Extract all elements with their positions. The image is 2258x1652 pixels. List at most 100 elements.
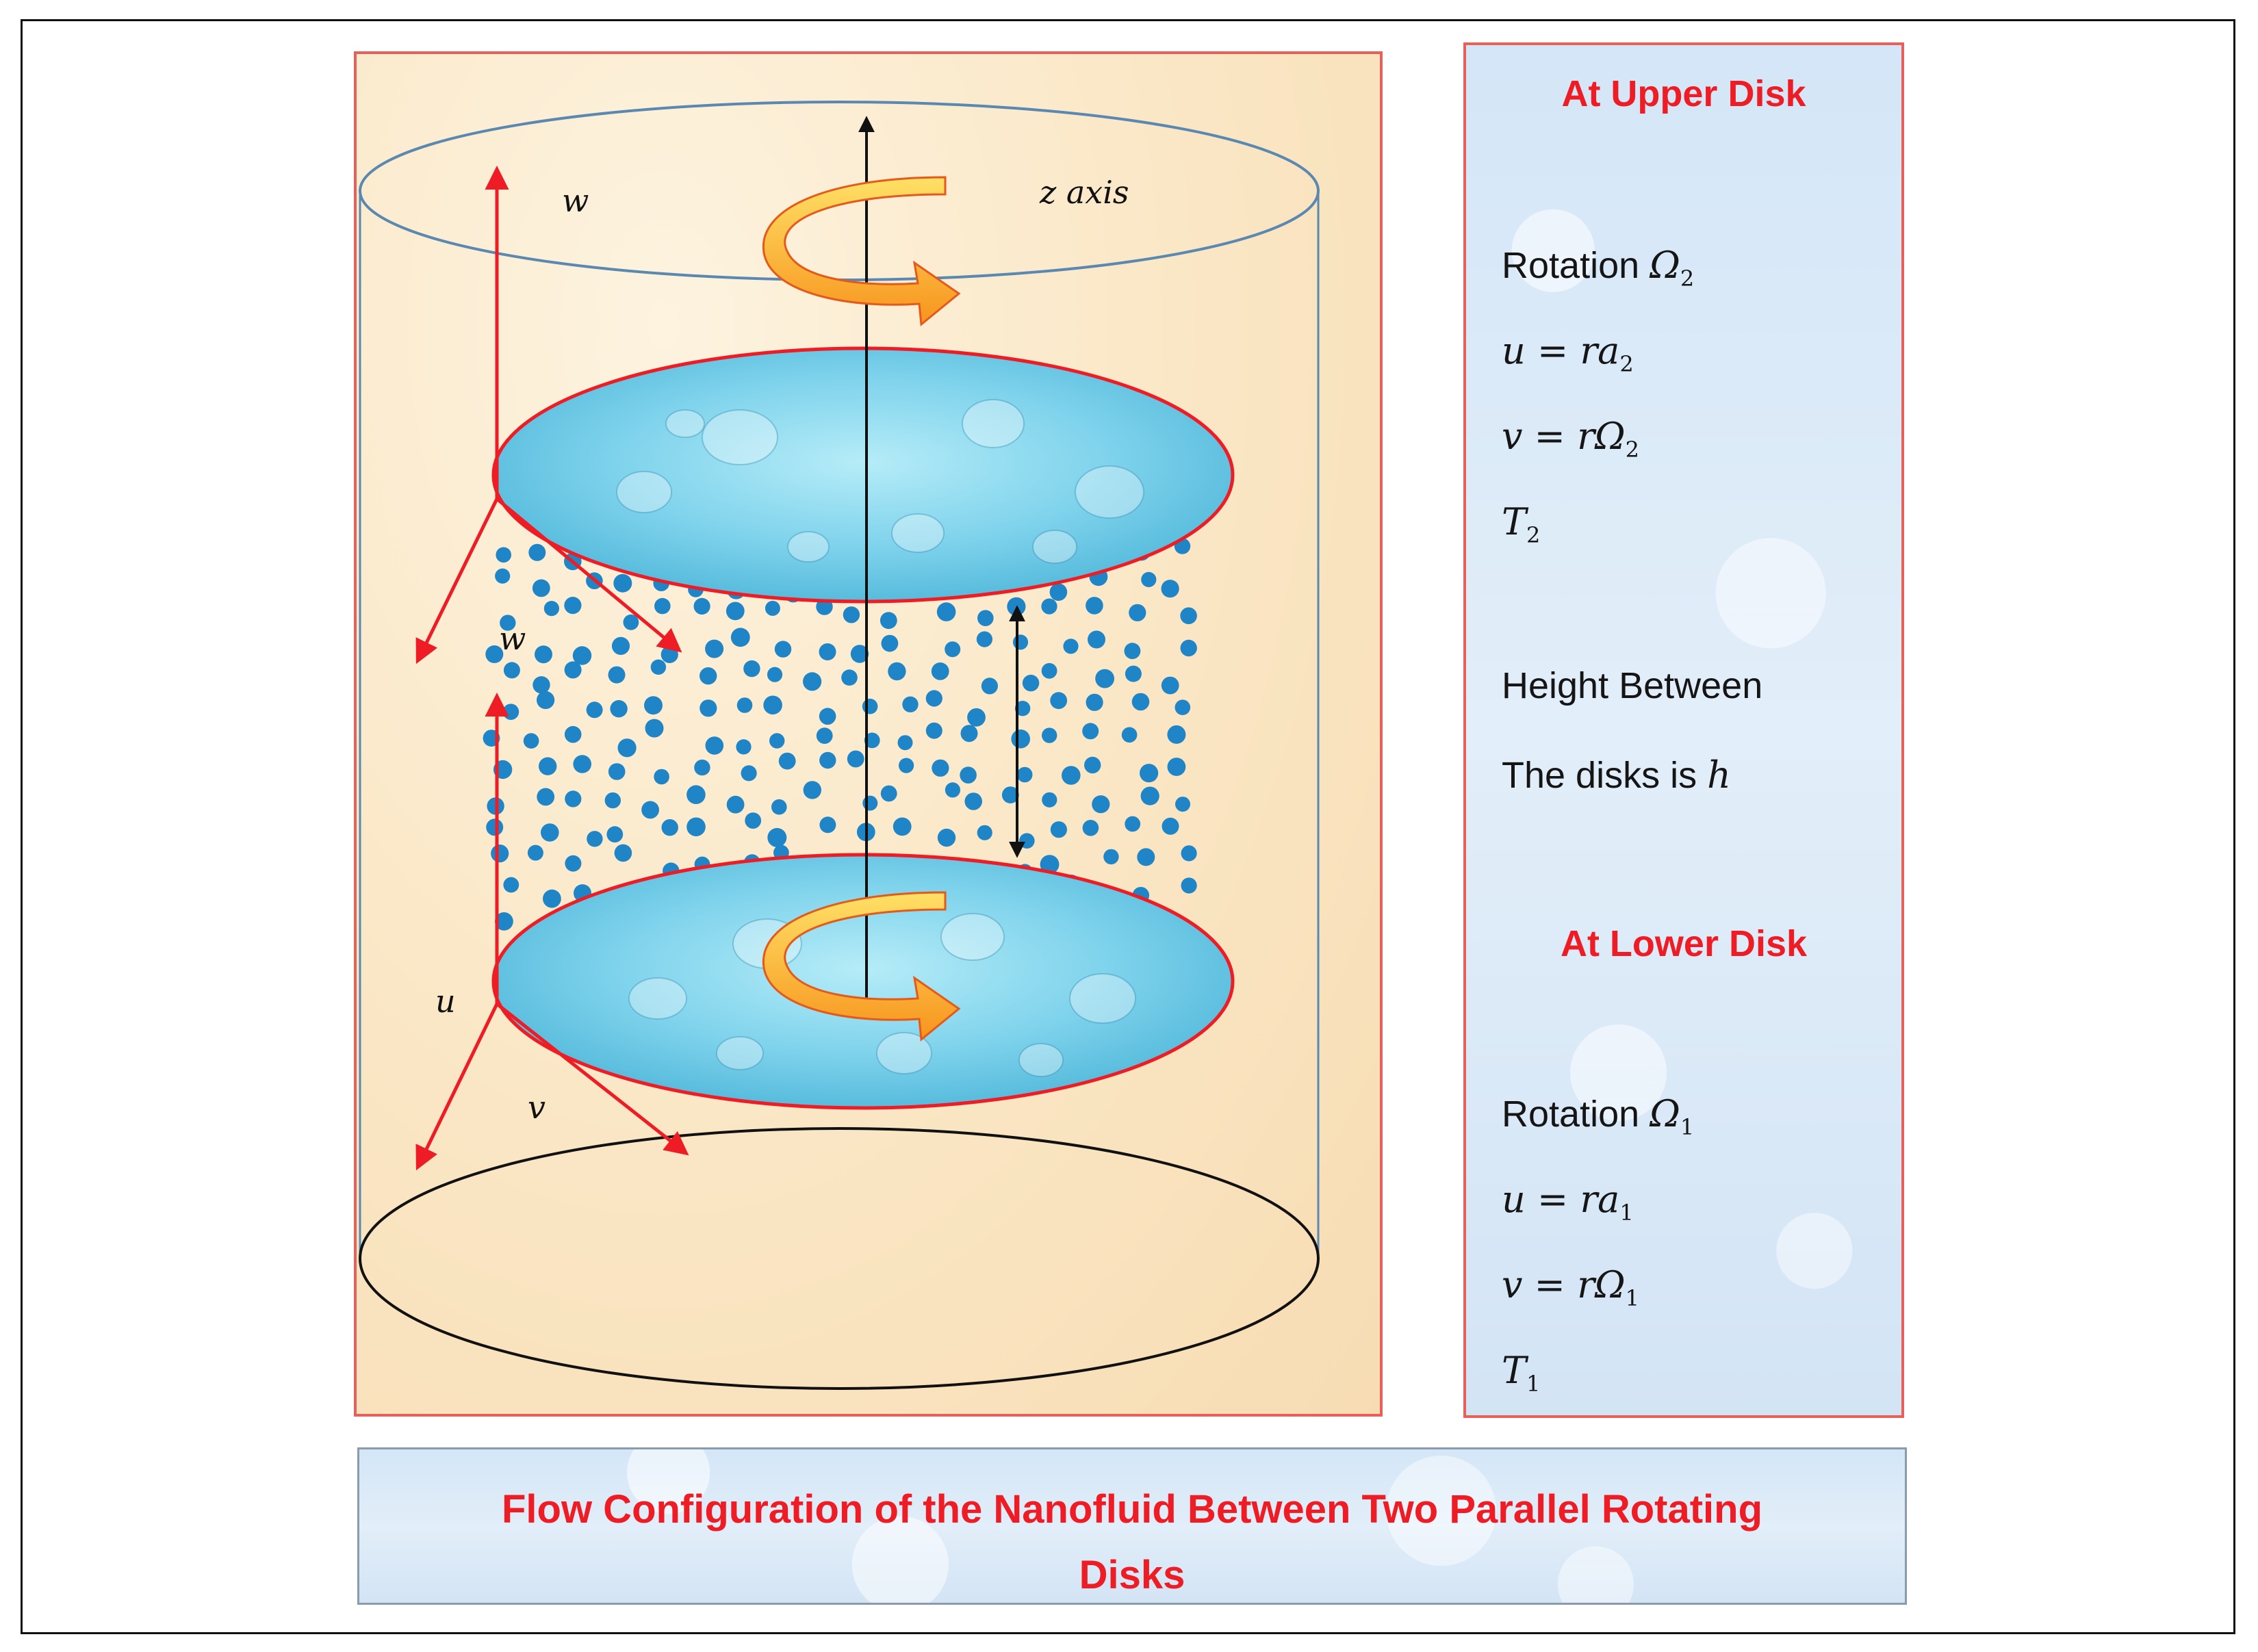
nanoparticle [880, 785, 897, 802]
lower-v-line: v = rΩ1 [1502, 1263, 1639, 1311]
nanoparticle [485, 645, 504, 663]
lower-u-expr: u = ra [1502, 1178, 1620, 1221]
nanoparticle [819, 816, 836, 834]
diagram-canvas: z axis w w u v [359, 101, 1320, 1390]
height-symbol: h [1707, 753, 1731, 797]
nanoparticle [967, 708, 986, 727]
nanoparticle [964, 792, 982, 810]
lower-disk [491, 853, 1235, 1110]
upper-disk [491, 346, 1235, 604]
nanoparticle [888, 662, 906, 681]
nanoparticle [1011, 730, 1030, 749]
nanoparticle [745, 812, 762, 829]
nanoparticle [1180, 639, 1197, 657]
nanoparticle [495, 912, 513, 931]
nanoparticle [1125, 665, 1142, 682]
nanoparticle [1041, 662, 1057, 679]
nanoparticle [803, 781, 821, 799]
nanoparticle [819, 643, 836, 660]
upper-t-symbol: T [1502, 500, 1527, 543]
nanoparticle [741, 765, 757, 782]
nanoparticle [1049, 583, 1068, 601]
nanoparticle [960, 766, 977, 784]
nanoparticle [774, 641, 792, 658]
nanoparticle [862, 795, 878, 811]
nanoparticle [500, 615, 516, 631]
nanoparticle [613, 573, 632, 593]
nanoparticle [1181, 877, 1197, 894]
nanoparticle [661, 819, 678, 836]
nanoparticle [693, 597, 710, 615]
nanoparticle [565, 790, 582, 808]
lower-velocity-arrows [415, 693, 689, 1171]
nanoparticle [763, 695, 782, 715]
nanoparticle [847, 750, 864, 768]
nanoparticle [564, 725, 582, 743]
lower-rotation-prefix: Rotation [1502, 1094, 1650, 1135]
nanoparticle [1129, 604, 1146, 621]
nanoparticle [819, 708, 836, 725]
nanoparticle [1121, 727, 1138, 743]
nanoparticle [611, 636, 630, 656]
nanoparticle [573, 755, 591, 773]
nanoparticle [769, 733, 785, 749]
nanoparticle [1063, 638, 1079, 654]
figure-frame [21, 19, 2235, 1634]
nanoparticle [641, 801, 659, 819]
nanoparticle [736, 739, 752, 755]
nanoparticle [523, 733, 539, 749]
nanoparticle [1082, 723, 1099, 740]
nanoparticle [535, 645, 552, 664]
nanoparticle [765, 600, 780, 616]
nanoparticle [1012, 634, 1029, 650]
nanoparticle [1161, 580, 1179, 598]
height-line-2: The disks is h [1502, 753, 1731, 797]
nanoparticle [1050, 821, 1067, 838]
nanoparticle [700, 667, 717, 685]
lower-rotation-symbol: Ω [1650, 1092, 1680, 1135]
upper-rotation-prefix: Rotation [1502, 245, 1650, 286]
nanoparticle [1131, 693, 1150, 711]
nanoparticle [1161, 676, 1179, 695]
nanoparticle [880, 612, 897, 630]
upper-rotation-symbol: Ω [1650, 244, 1680, 287]
z-axis-label: z axis [1039, 174, 1129, 211]
nanoparticle [1141, 571, 1157, 588]
upper-t-line: T2 [1502, 500, 1540, 548]
nanoparticle [977, 610, 994, 626]
boundary-conditions-panel: At Upper Disk Rotation Ω2 u = ra2 v = rΩ… [1463, 42, 1904, 1418]
nanoparticle [767, 667, 783, 682]
nanoparticle [893, 817, 912, 836]
upper-u-index: 2 [1619, 350, 1634, 377]
nanoparticle [491, 844, 509, 863]
nanoparticle [503, 662, 520, 679]
nanoparticle [533, 676, 550, 694]
nanoparticle [778, 752, 796, 770]
nanoparticle [1137, 848, 1155, 866]
nanoparticle [945, 782, 960, 798]
nanoparticle [543, 601, 559, 617]
lower-disk-heading: At Lower Disk [1560, 923, 1808, 964]
nanoparticle [541, 823, 559, 842]
nanoparticle [537, 788, 555, 806]
nanoparticle [1181, 845, 1197, 862]
nanoparticle [608, 666, 626, 684]
lower-t-index: 1 [1526, 1370, 1541, 1397]
upper-v-expr: v = rΩ [1502, 415, 1626, 458]
nanoparticle [1092, 795, 1110, 814]
nanoparticle [1084, 756, 1101, 774]
nanoparticle [532, 579, 550, 597]
nanoparticle [604, 792, 621, 809]
nanoparticle [1180, 607, 1197, 625]
nanoparticle [645, 719, 664, 738]
upper-disk-heading: At Upper Disk [1561, 73, 1806, 114]
lower-rotation-line: Rotation Ω1 [1502, 1092, 1694, 1140]
nanoparticle [537, 691, 555, 710]
nanoparticle [614, 844, 632, 862]
nanoparticle [730, 628, 750, 647]
nanoparticle [1042, 727, 1057, 743]
nanoparticle [897, 735, 913, 751]
nanoparticle [1040, 855, 1060, 874]
nanoparticle [1175, 699, 1191, 715]
lower-t-line: T1 [1502, 1349, 1540, 1397]
